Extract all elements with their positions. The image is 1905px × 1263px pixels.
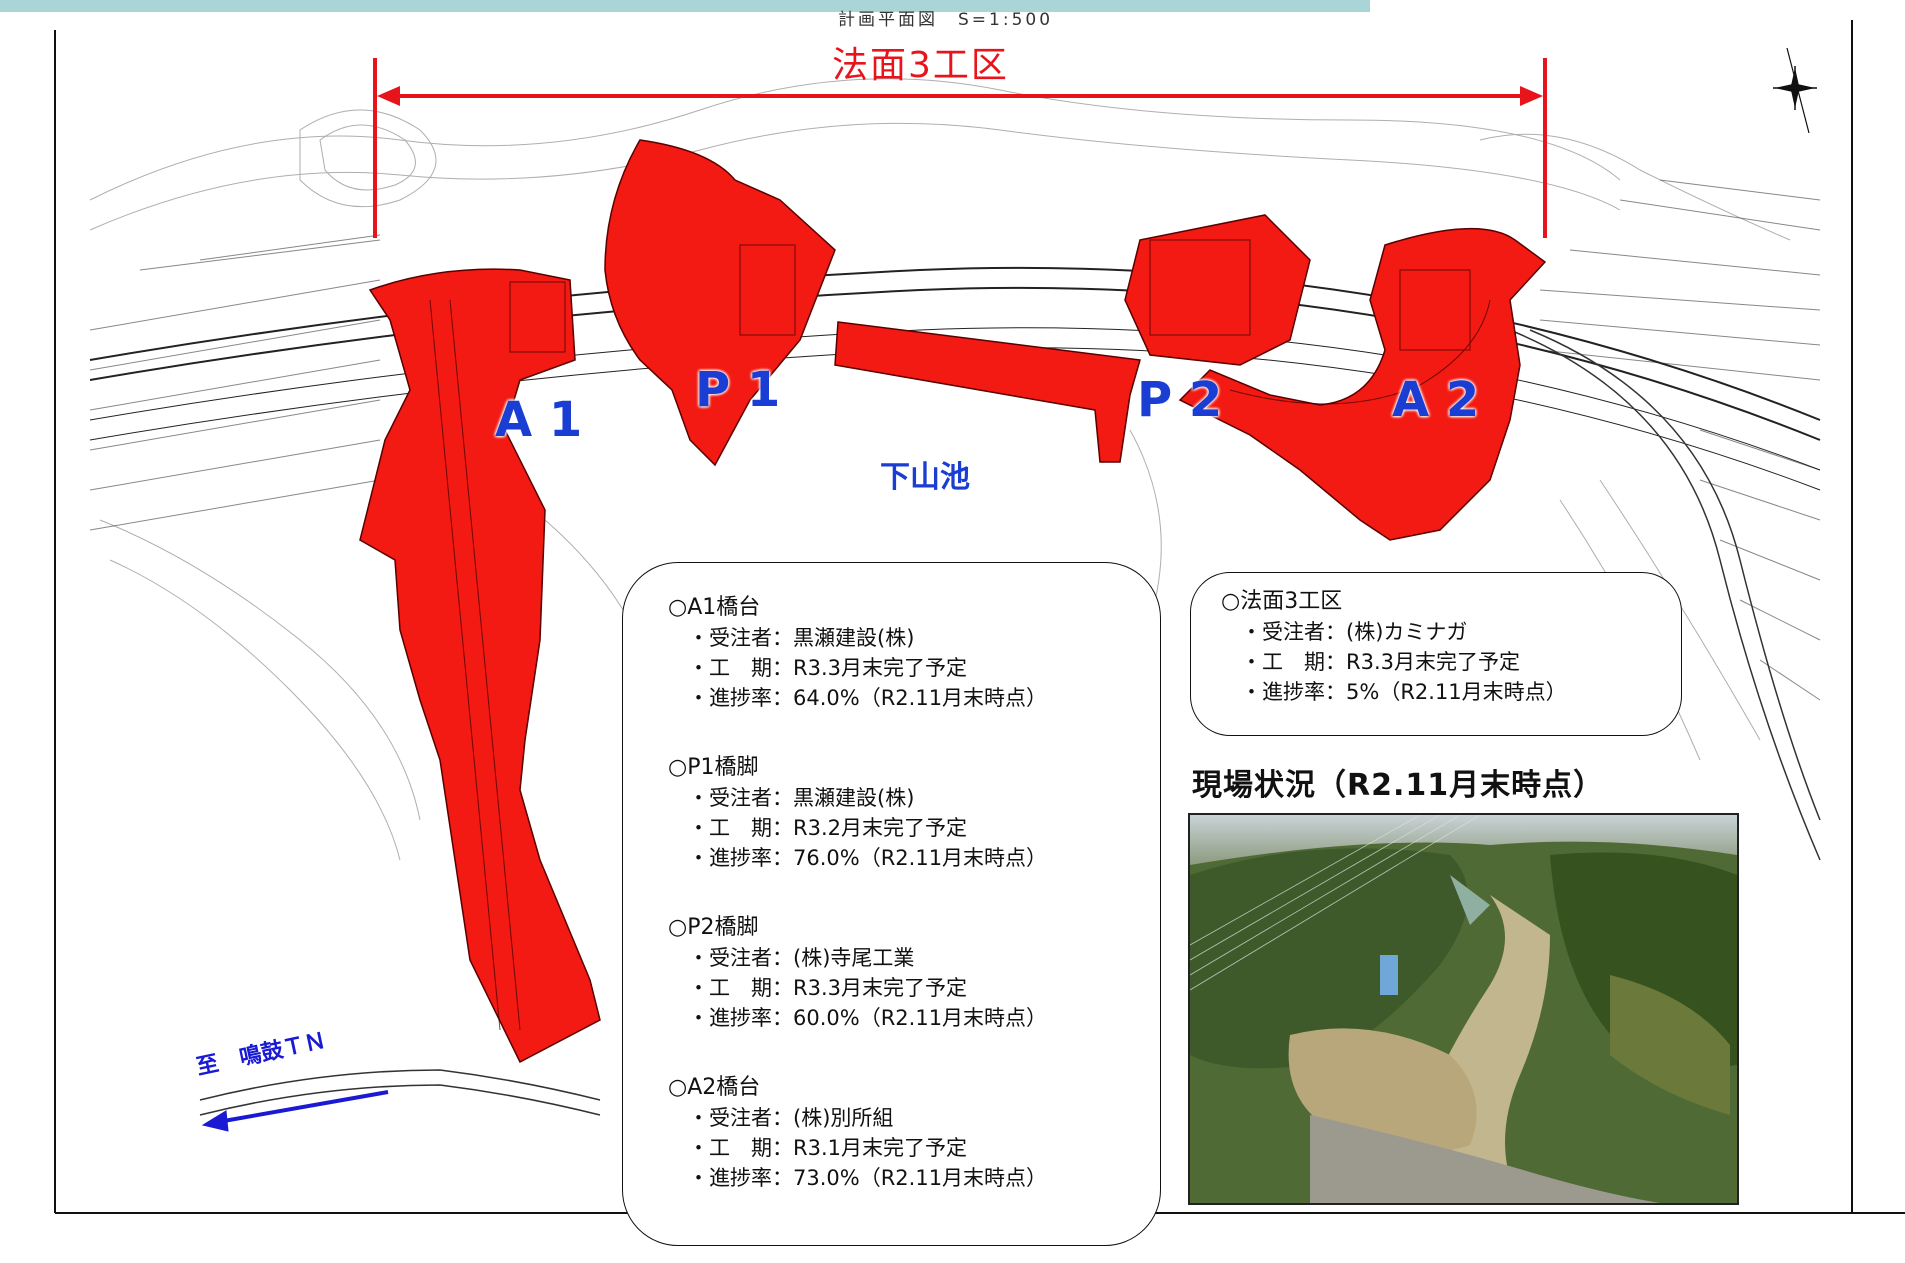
work-p2: ○P2橋脚 ・受注者：(株)寺尾工業 ・工 期：R3.3月末完了予定 ・進捗率：… <box>668 913 1148 1033</box>
label-a2: A 2 <box>1392 372 1480 428</box>
label-p1: P 1 <box>695 362 781 418</box>
bridge-alignment <box>89 266 1821 491</box>
site-aerial-photo <box>1188 813 1739 1205</box>
work-period: ・工 期：R3.3月末完了予定 <box>1241 650 1520 674</box>
work-progress: ・進捗率：76.0%（R2.11月末時点） <box>688 846 1048 870</box>
works-info-box: ○A1橋台 ・受注者：黒瀬建設(株) ・工 期：R3.3月末完了予定 ・進捗率：… <box>622 562 1161 1246</box>
access-road <box>199 329 1821 1116</box>
work-progress: ・進捗率：73.0%（R2.11月末時点） <box>688 1166 1048 1190</box>
north-arrow <box>1773 47 1817 134</box>
work-contractor: ・受注者：(株)カミナガ <box>1241 620 1468 644</box>
work-progress: ・進捗率：5%（R2.11月末時点） <box>1241 680 1567 704</box>
label-a1: A 1 <box>495 392 583 448</box>
work-contractor: ・受注者：(株)別所組 <box>688 1106 894 1130</box>
work-contractor: ・受注者：黒瀬建設(株) <box>688 626 915 650</box>
zone-title: 法面3工区 <box>832 45 1009 86</box>
work-title: ○P1橋脚 <box>668 755 759 780</box>
work-period: ・工 期：R3.3月末完了予定 <box>688 656 967 680</box>
direction-arrow <box>201 1090 389 1132</box>
label-pond: 下山池 <box>880 460 970 495</box>
work-progress: ・進捗率：60.0%（R2.11月末時点） <box>688 1006 1048 1030</box>
work-title: ○法面3工区 <box>1221 589 1343 614</box>
structure-detail-lines <box>429 239 1491 1031</box>
work-title: ○A2橋台 <box>668 1075 761 1100</box>
work-title: ○P2橋脚 <box>668 915 759 940</box>
structure-a2-abutment <box>1178 227 1547 541</box>
plan-title: 計画平面図 S=1:500 <box>838 10 1054 30</box>
work-contractor: ・受注者：(株)寺尾工業 <box>688 946 915 970</box>
work-period: ・工 期：R3.1月末完了予定 <box>688 1136 967 1160</box>
top-banner-bar <box>0 0 1370 12</box>
structure-p2-pier <box>834 214 1311 463</box>
site-status-heading: 現場状況（R2.11月末時点） <box>1192 768 1605 803</box>
structure-p1-pier <box>604 139 836 467</box>
work-a2: ○A2橋台 ・受注者：(株)別所組 ・工 期：R3.1月末完了予定 ・進捗率：7… <box>668 1073 1148 1193</box>
work-period: ・工 期：R3.3月末完了予定 <box>688 976 967 1000</box>
label-p2: P 2 <box>1137 372 1223 428</box>
slope-work-info-box: ○法面3工区 ・受注者：(株)カミナガ ・工 期：R3.3月末完了予定 ・進捗率… <box>1190 572 1682 736</box>
structure-a1-abutment <box>359 268 601 1064</box>
zone-dimension-line <box>373 58 1547 238</box>
work-period: ・工 期：R3.2月末完了予定 <box>688 816 967 840</box>
work-p1: ○P1橋脚 ・受注者：黒瀬建設(株) ・工 期：R3.2月末完了予定 ・進捗率：… <box>668 753 1148 873</box>
work-a1: ○A1橋台 ・受注者：黒瀬建設(株) ・工 期：R3.3月末完了予定 ・進捗率：… <box>668 593 1148 713</box>
work-contractor: ・受注者：黒瀬建設(株) <box>688 786 915 810</box>
work-slope: ○法面3工区 ・受注者：(株)カミナガ ・工 期：R3.3月末完了予定 ・進捗率… <box>1221 587 1701 707</box>
work-title: ○A1橋台 <box>668 595 761 620</box>
work-progress: ・進捗率：64.0%（R2.11月末時点） <box>688 686 1048 710</box>
